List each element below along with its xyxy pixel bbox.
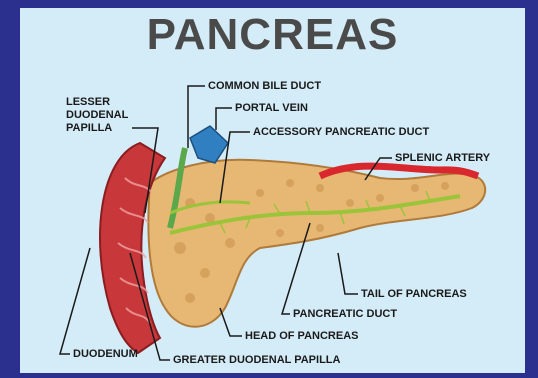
label-splenic-artery: SPLENIC ARTERY — [395, 152, 490, 165]
pancreas-body — [148, 160, 485, 327]
label-accessory-pancreatic-duct: ACCESSORY PANCREATIC DUCT — [253, 126, 429, 139]
label-tail-of-pancreas: TAIL OF PANCREAS — [361, 288, 467, 301]
label-lesser-duodenal-papilla-3: PAPILLA — [66, 122, 112, 135]
label-duodenum: DUODENUM — [73, 348, 138, 361]
label-greater-duodenal-papilla: GREATER DUODENAL PAPILLA — [173, 354, 340, 367]
pancreas-illustration — [20, 8, 525, 373]
leader-duodenum — [60, 248, 90, 354]
leader-tail — [338, 253, 358, 294]
portal-vein — [190, 126, 228, 163]
label-lesser-duodenal-papilla-2: DUODENAL — [66, 109, 128, 122]
label-head-of-pancreas: HEAD OF PANCREAS — [245, 330, 358, 343]
label-pancreatic-duct: PANCREATIC DUCT — [293, 308, 397, 321]
leader-portal-vein — [216, 108, 232, 130]
diagram-panel: PANCREAS — [20, 8, 525, 373]
label-portal-vein: PORTAL VEIN — [235, 102, 308, 115]
label-common-bile-duct: COMMON BILE DUCT — [208, 80, 321, 93]
label-lesser-duodenal-papilla-1: LESSER — [66, 96, 110, 109]
